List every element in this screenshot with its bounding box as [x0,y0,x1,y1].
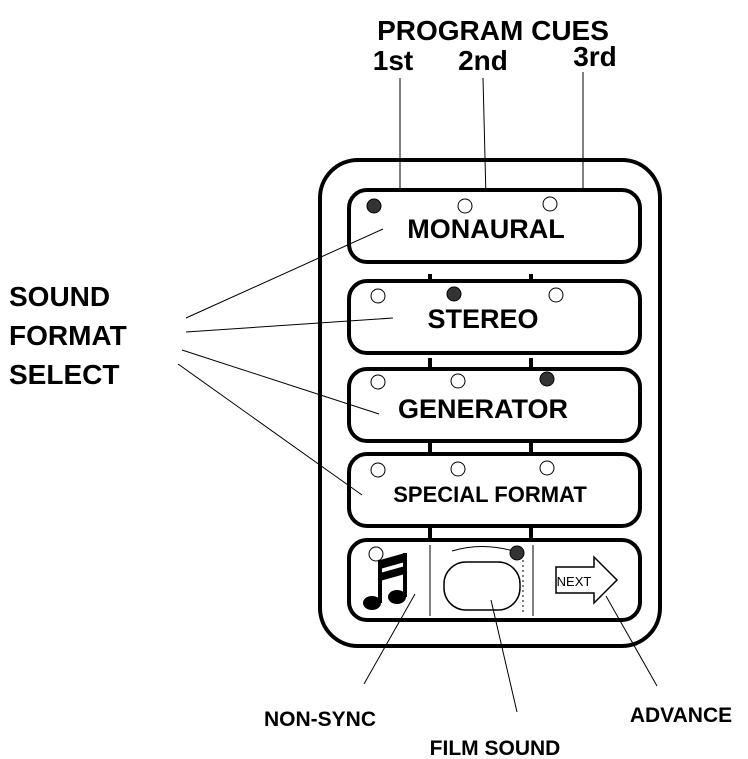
film-sound-leader [490,599,518,713]
stereo-label: STEREO [427,304,538,334]
generator-button[interactable]: GENERATOR [347,367,642,443]
non-sync-label: NON-SYNC [264,708,376,731]
cue-label-3rd: 3rd [573,41,617,72]
film-sound-label: FILM SOUND [430,737,561,759]
side-leader-generator [181,349,380,415]
film-sound-button[interactable] [443,545,525,611]
control-panel-frame [318,158,662,648]
indicator-special-format-cue-1 [370,462,386,478]
indicator-generator-cue-1 [370,374,386,390]
film-strip-curve [451,546,514,552]
indicator-stereo-cue-3 [548,287,564,303]
side-label-sound: SOUND [9,281,110,312]
special-format-button[interactable]: SPECIAL FORMAT [347,452,642,528]
indicator-monaural-cue-1 [366,198,382,214]
indicator-generator-cue-3 [539,371,555,387]
indicator-generator-cue-2 [450,373,466,389]
program-cues-title: PROGRAM CUES [377,15,609,46]
advance-label: ADVANCE [630,704,732,727]
film-frame-icon [443,561,521,611]
advance-leader [605,595,658,687]
cue-label-1st: 1st [373,45,413,76]
special-format-label: SPECIAL FORMAT [393,482,587,507]
monaural-label: MONAURAL [407,214,564,244]
side-leader-special-format [177,363,363,496]
generator-label: GENERATOR [398,394,568,424]
next-label: NEXT [557,574,592,589]
side-leader-monaural [185,228,384,319]
music-note-icon [363,553,407,610]
indicator-monaural-cue-2 [457,198,473,214]
indicator-non-sync [368,546,384,562]
side-label-select: SELECT [9,359,119,390]
stereo-button[interactable]: STEREO [347,279,642,355]
non-sync-leader [363,593,416,685]
indicator-monaural-cue-3 [542,196,558,212]
cue-label-2nd: 2nd [458,45,508,76]
indicator-stereo-cue-2 [446,286,462,302]
monaural-button[interactable]: MONAURAL [347,188,642,264]
next-arrow-icon [555,555,619,605]
indicator-special-format-cue-2 [450,461,466,477]
side-leader-stereo [185,317,394,333]
indicator-stereo-cue-1 [370,288,386,304]
non-sync-button[interactable] [363,546,407,610]
indicator-special-format-cue-3 [539,460,555,476]
cue-2-leader [482,77,487,199]
indicator-film-sound [509,545,525,561]
next-button[interactable]: NEXT [555,555,619,605]
side-label-format: FORMAT [9,320,127,351]
